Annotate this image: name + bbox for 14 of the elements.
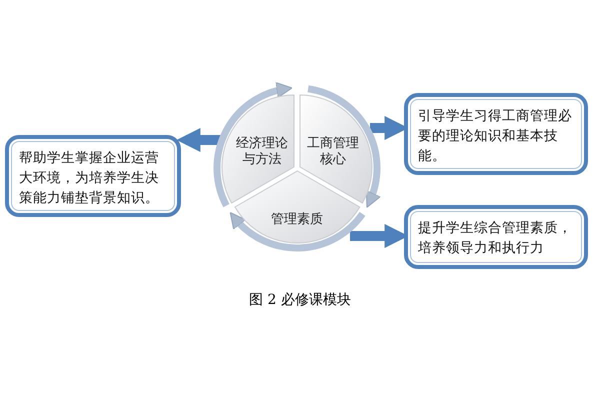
figure-caption: 图 2 必修课模块 [249,292,351,308]
text-box: 提升学生综合管理素质，培养领导力和执行力 [404,205,588,269]
block-arrow [176,128,221,152]
circular-arrow [214,82,292,208]
sector-label: 管理素质 [270,212,324,228]
text-box: 引导学生习得工商管理必要的理论知识和基本技能。 [404,93,588,175]
circular-arrow [307,85,380,208]
wheel-sector [300,94,372,202]
wheel-sector [234,171,360,243]
wheel-sector [222,94,294,202]
sector-label: 工商管理核心 [306,136,360,168]
circular-arrow [229,212,366,252]
sector-label: 经济理论与方法 [234,136,289,168]
text-box: 帮助学生掌握企业运营大环境，为培养学生决策能力铺垫背景知识。 [5,135,181,217]
